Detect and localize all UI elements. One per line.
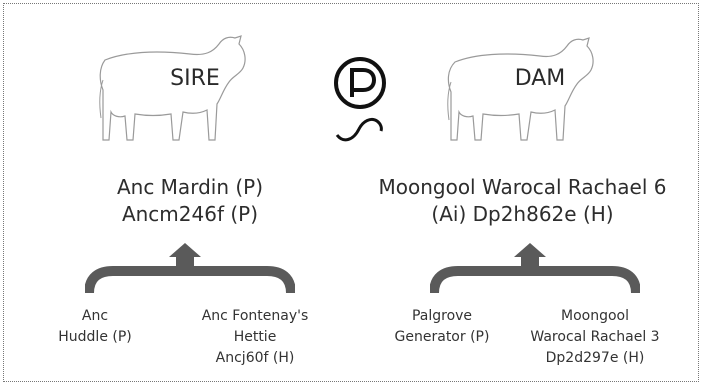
dam-cow-icon bbox=[447, 37, 594, 141]
dam-name: Moongool Warocal Rachael 6 (Ai) Dp2h862e… bbox=[360, 174, 685, 228]
dam-parent-line: Generator (P) bbox=[394, 329, 490, 345]
dam-parent-sire: Palgrove Generator (P) bbox=[382, 306, 502, 348]
sire-parent-line: Huddle (P) bbox=[58, 329, 132, 345]
dam-parent-line: Dp2d297e (H) bbox=[545, 350, 645, 366]
sire-parent-sire: Anc Huddle (P) bbox=[40, 306, 150, 348]
sire-cow-icon bbox=[99, 35, 246, 141]
sire-name-line1: Anc Mardin (P) bbox=[116, 175, 264, 199]
dam-name-line1: Moongool Warocal Rachael 6 bbox=[378, 175, 667, 199]
sire-bracket-arrow bbox=[85, 243, 295, 294]
dam-name-line2: (Ai) Dp2h862e (H) bbox=[431, 202, 614, 226]
sire-parent-line: Anc bbox=[81, 308, 109, 324]
sire-parent-dam: Anc Fontenay's Hettie Ancj60f (H) bbox=[180, 306, 330, 369]
sire-cow-label: SIRE bbox=[170, 66, 220, 91]
sire-name: Anc Mardin (P) Ancm246f (P) bbox=[40, 174, 340, 228]
polled-symbol-icon bbox=[334, 57, 386, 142]
dam-bracket-arrow bbox=[430, 243, 640, 294]
sire-parent-line: Ancj60f (H) bbox=[215, 350, 295, 366]
dam-parent-dam: Moongool Warocal Rachael 3 Dp2d297e (H) bbox=[515, 306, 675, 369]
diagram-frame bbox=[3, 3, 699, 382]
dam-parent-line: Moongool bbox=[561, 308, 629, 324]
dam-parent-line: Warocal Rachael 3 bbox=[530, 329, 660, 345]
sire-parent-line: Hettie bbox=[233, 329, 277, 345]
sire-parent-line: Anc Fontenay's bbox=[201, 308, 309, 324]
dam-cow-label: DAM bbox=[514, 66, 566, 91]
sire-name-line2: Ancm246f (P) bbox=[121, 202, 259, 226]
dam-parent-line: Palgrove bbox=[411, 308, 473, 324]
